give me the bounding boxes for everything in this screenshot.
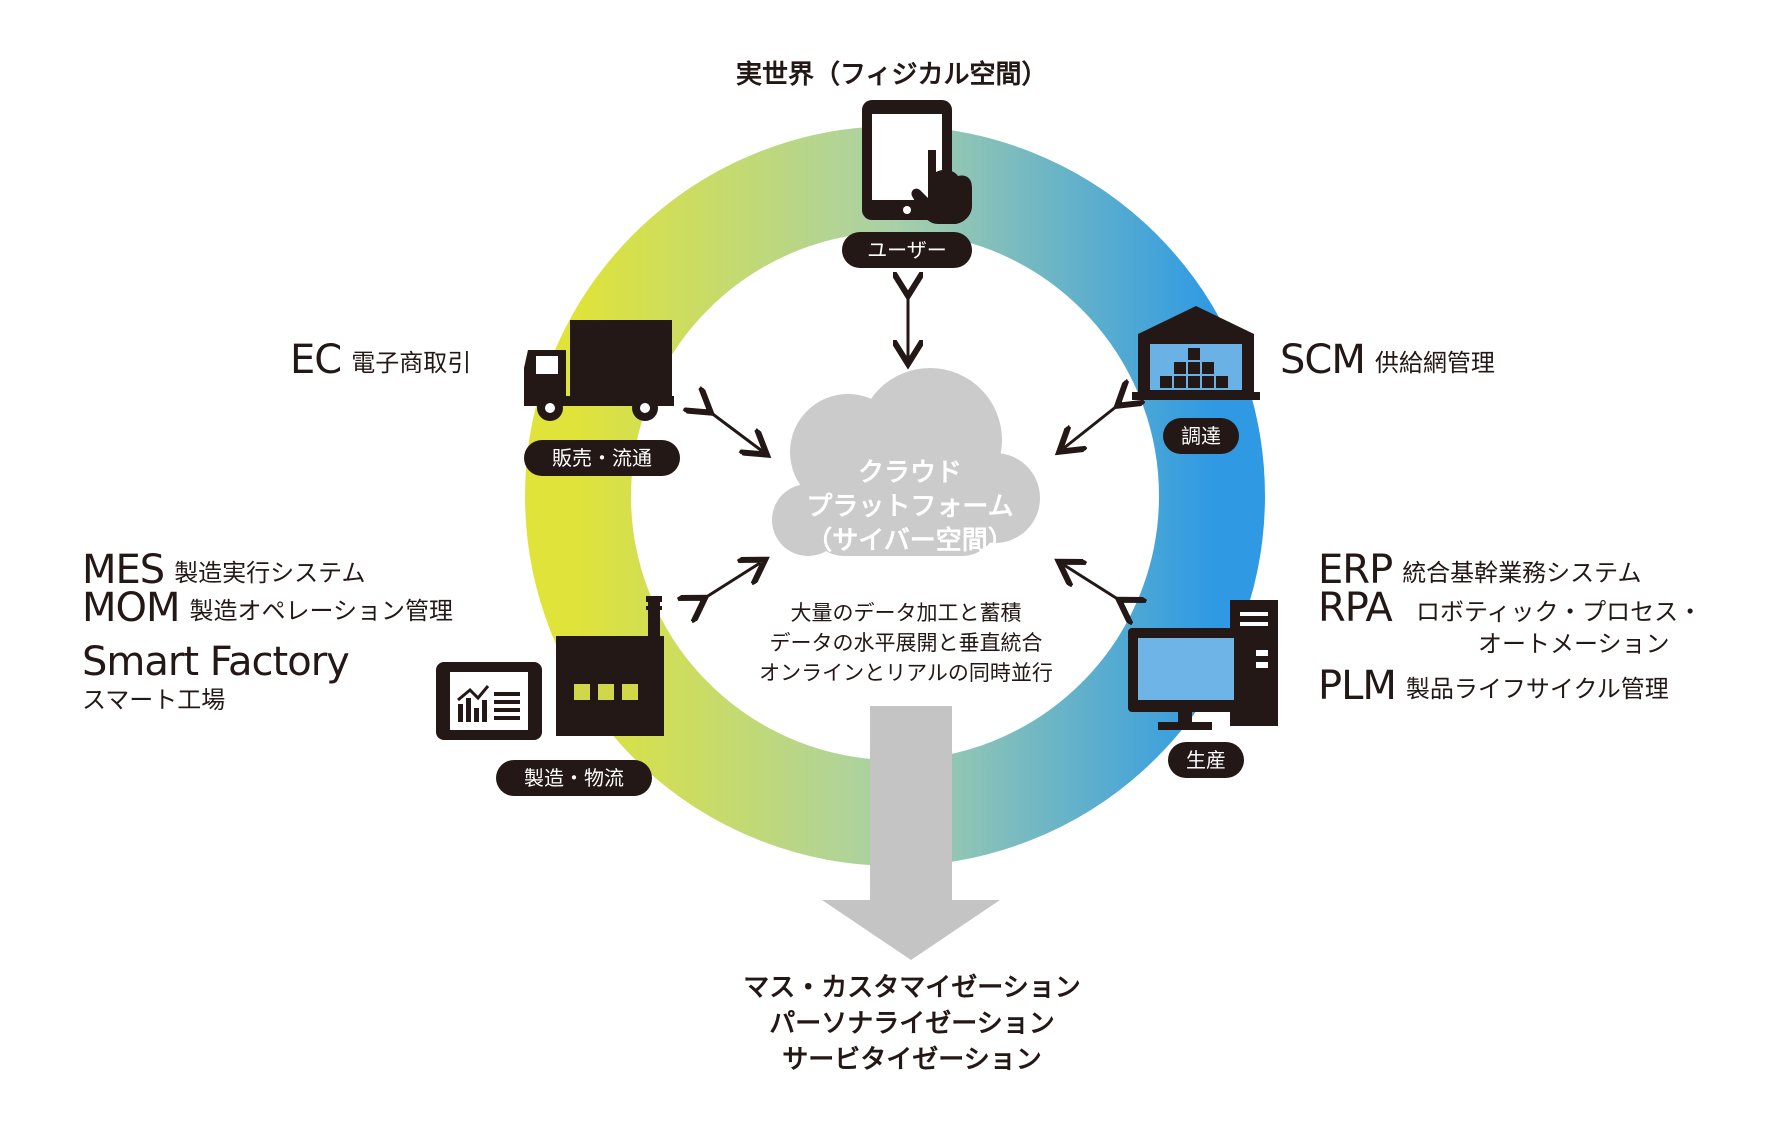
center-line2: データの水平展開と垂直統合 bbox=[769, 631, 1043, 655]
down-arrow bbox=[822, 706, 1000, 960]
outcome-line2: パーソナライゼーション bbox=[769, 1009, 1055, 1039]
mes-description: 製造実行システム bbox=[174, 558, 366, 587]
arrow-manufacturing-cloud bbox=[700, 563, 760, 601]
smart-factory-description: スマート工場 bbox=[82, 686, 226, 714]
cloud-label: クラウド プラットフォーム （サイバー空間） bbox=[800, 456, 1020, 558]
erp-acronym: ERP bbox=[1318, 547, 1393, 593]
mom-label: MOM 製造オペレーション管理 bbox=[82, 586, 453, 630]
erp-description: 統合基幹業務システム bbox=[1402, 558, 1642, 587]
rpa-acronym: RPA bbox=[1318, 585, 1393, 631]
mom-acronym: MOM bbox=[82, 585, 181, 631]
cloud-label-line3: （サイバー空間） bbox=[806, 526, 1014, 556]
arrow-sales-cloud bbox=[706, 409, 762, 451]
mes-label: MES 製造実行システム bbox=[82, 548, 365, 592]
cloud-icon bbox=[772, 368, 1040, 556]
rpa-description-line1: ロボティック・プロセス・ bbox=[1416, 598, 1703, 626]
mes-acronym: MES bbox=[82, 547, 165, 593]
truck-icon bbox=[524, 320, 674, 421]
scm-acronym: SCM bbox=[1280, 337, 1366, 383]
outcome-line1: マス・カスタマイゼーション bbox=[743, 973, 1081, 1003]
cloud-label-line2: プラットフォーム bbox=[806, 492, 1014, 522]
plm-label: PLM 製品ライフサイクル管理 bbox=[1318, 664, 1669, 708]
manufacturing-node-label: 製造・物流 bbox=[496, 760, 652, 796]
center-line3: オンラインとリアルの同時並行 bbox=[759, 661, 1053, 685]
warehouse-icon bbox=[1132, 306, 1260, 400]
cloud-label-line1: クラウド bbox=[857, 458, 962, 488]
outcome-line3: サービタイゼーション bbox=[782, 1045, 1042, 1075]
tablet-touch-icon bbox=[862, 100, 972, 224]
ec-description: 電子商取引 bbox=[351, 348, 472, 377]
procurement-node-label: 調達 bbox=[1163, 418, 1239, 454]
smart-factory-acronym: Smart Factory bbox=[82, 639, 350, 685]
center-line1: 大量のデータ加工と蓄積 bbox=[790, 601, 1022, 625]
physical-world-title: 実世界（フィジカル空間） bbox=[736, 60, 1048, 90]
analytics-tablet-icon bbox=[436, 662, 542, 740]
ec-acronym: EC bbox=[290, 337, 342, 383]
arrow-procurement-cloud bbox=[1064, 402, 1122, 448]
rpa-description-line2: オートメーション bbox=[1478, 630, 1670, 658]
plm-description: 製品ライフサイクル管理 bbox=[1405, 674, 1669, 703]
mom-description: 製造オペレーション管理 bbox=[189, 596, 454, 625]
scm-description: 供給網管理 bbox=[1374, 348, 1495, 377]
connection-arrows bbox=[700, 290, 1124, 603]
factory-icon bbox=[556, 596, 664, 736]
erp-label: ERP 統合基幹業務システム bbox=[1318, 548, 1641, 592]
outcomes: マス・カスタマイゼーション パーソナライゼーション サービタイゼーション bbox=[662, 970, 1162, 1078]
user-node-label: ユーザー bbox=[842, 232, 972, 268]
sales-node-label: 販売・流通 bbox=[524, 440, 680, 476]
arrow-production-cloud bbox=[1064, 565, 1124, 603]
scm-label: SCM 供給網管理 bbox=[1280, 338, 1495, 382]
computer-icon bbox=[1128, 600, 1278, 730]
ec-label: EC 電子商取引 bbox=[290, 338, 471, 382]
plm-acronym: PLM bbox=[1318, 663, 1397, 709]
production-node-label: 生産 bbox=[1168, 742, 1244, 778]
center-description: 大量のデータ加工と蓄積 データの水平展開と垂直統合 オンラインとリアルの同時並行 bbox=[706, 598, 1106, 688]
